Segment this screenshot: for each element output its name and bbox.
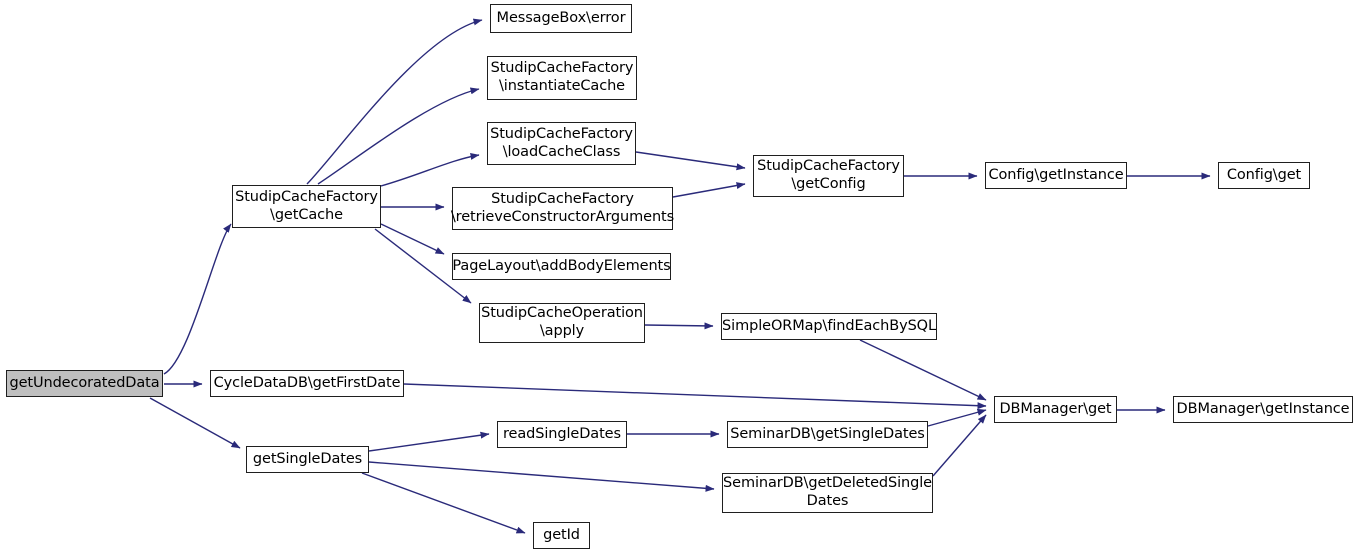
edge-getSingleDates-to-getId <box>361 472 526 534</box>
edge-getSingleDates-to-readSingleDates <box>368 431 490 452</box>
node-readSingleDates[interactable]: readSingleDates <box>497 421 627 448</box>
node-findEachBySQL[interactable]: SimpleORMap\findEachBySQL <box>721 313 937 340</box>
edge-getCache-to-instantiateCache <box>317 87 480 185</box>
node-getCache[interactable]: StudipCacheFactory \getCache <box>232 185 381 228</box>
node-messageBoxError[interactable]: MessageBox\error <box>490 4 632 33</box>
node-configGetInstance[interactable]: Config\getInstance <box>985 162 1127 189</box>
edge-seminarGetSingleDates-to-dbManagerGet <box>927 408 987 427</box>
node-instantiateCache[interactable]: StudipCacheFactory \instantiateCache <box>487 56 637 100</box>
node-addBodyElements[interactable]: PageLayout\addBodyElements <box>452 253 671 280</box>
edge-seminarGetDeletedSingleDates-to-dbManagerGet <box>932 414 987 477</box>
node-seminarGetSingleDates[interactable]: SeminarDB\getSingleDates <box>727 421 928 448</box>
edge-getUndecoratedData-to-getSingleDates <box>149 397 241 449</box>
node-cacheOperationApply[interactable]: StudipCacheOperation \apply <box>479 303 645 343</box>
node-dbManagerGetInstance[interactable]: DBManager\getInstance <box>1173 396 1353 423</box>
edge-getSingleDates-to-seminarGetDeletedSingleDates <box>368 461 715 492</box>
node-loadCacheClass[interactable]: StudipCacheFactory \loadCacheClass <box>487 122 636 165</box>
edge-getUndecoratedData-to-getCache <box>163 223 232 375</box>
node-configGet[interactable]: Config\get <box>1218 162 1310 189</box>
edge-findEachBySQL-to-dbManagerGet <box>859 339 987 401</box>
node-getConfig[interactable]: StudipCacheFactory \getConfig <box>753 155 904 197</box>
edge-getFirstDate-to-dbManagerGet <box>403 383 987 410</box>
edge-retrieveConstructorArguments-to-getConfig <box>672 182 746 198</box>
node-seminarGetDeletedSingleDates[interactable]: SeminarDB\getDeletedSingle Dates <box>722 473 933 513</box>
node-dbManagerGet[interactable]: DBManager\get <box>994 396 1117 423</box>
edge-getCache-to-loadCacheClass <box>380 152 480 187</box>
edge-loadCacheClass-to-getConfig <box>635 151 746 171</box>
node-getId[interactable]: getId <box>533 522 590 549</box>
edge-getCache-to-messageBoxError <box>306 18 483 185</box>
edge-cacheOperationApply-to-findEachBySQL <box>644 322 714 330</box>
node-getFirstDate[interactable]: CycleDataDB\getFirstDate <box>210 370 404 397</box>
node-getSingleDates[interactable]: getSingleDates <box>246 446 369 473</box>
node-retrieveConstructorArguments[interactable]: StudipCacheFactory \retrieveConstructorA… <box>451 187 674 230</box>
edge-getCache-to-addBodyElements <box>380 223 445 255</box>
node-getUndecoratedData[interactable]: getUndecoratedData <box>6 370 163 397</box>
